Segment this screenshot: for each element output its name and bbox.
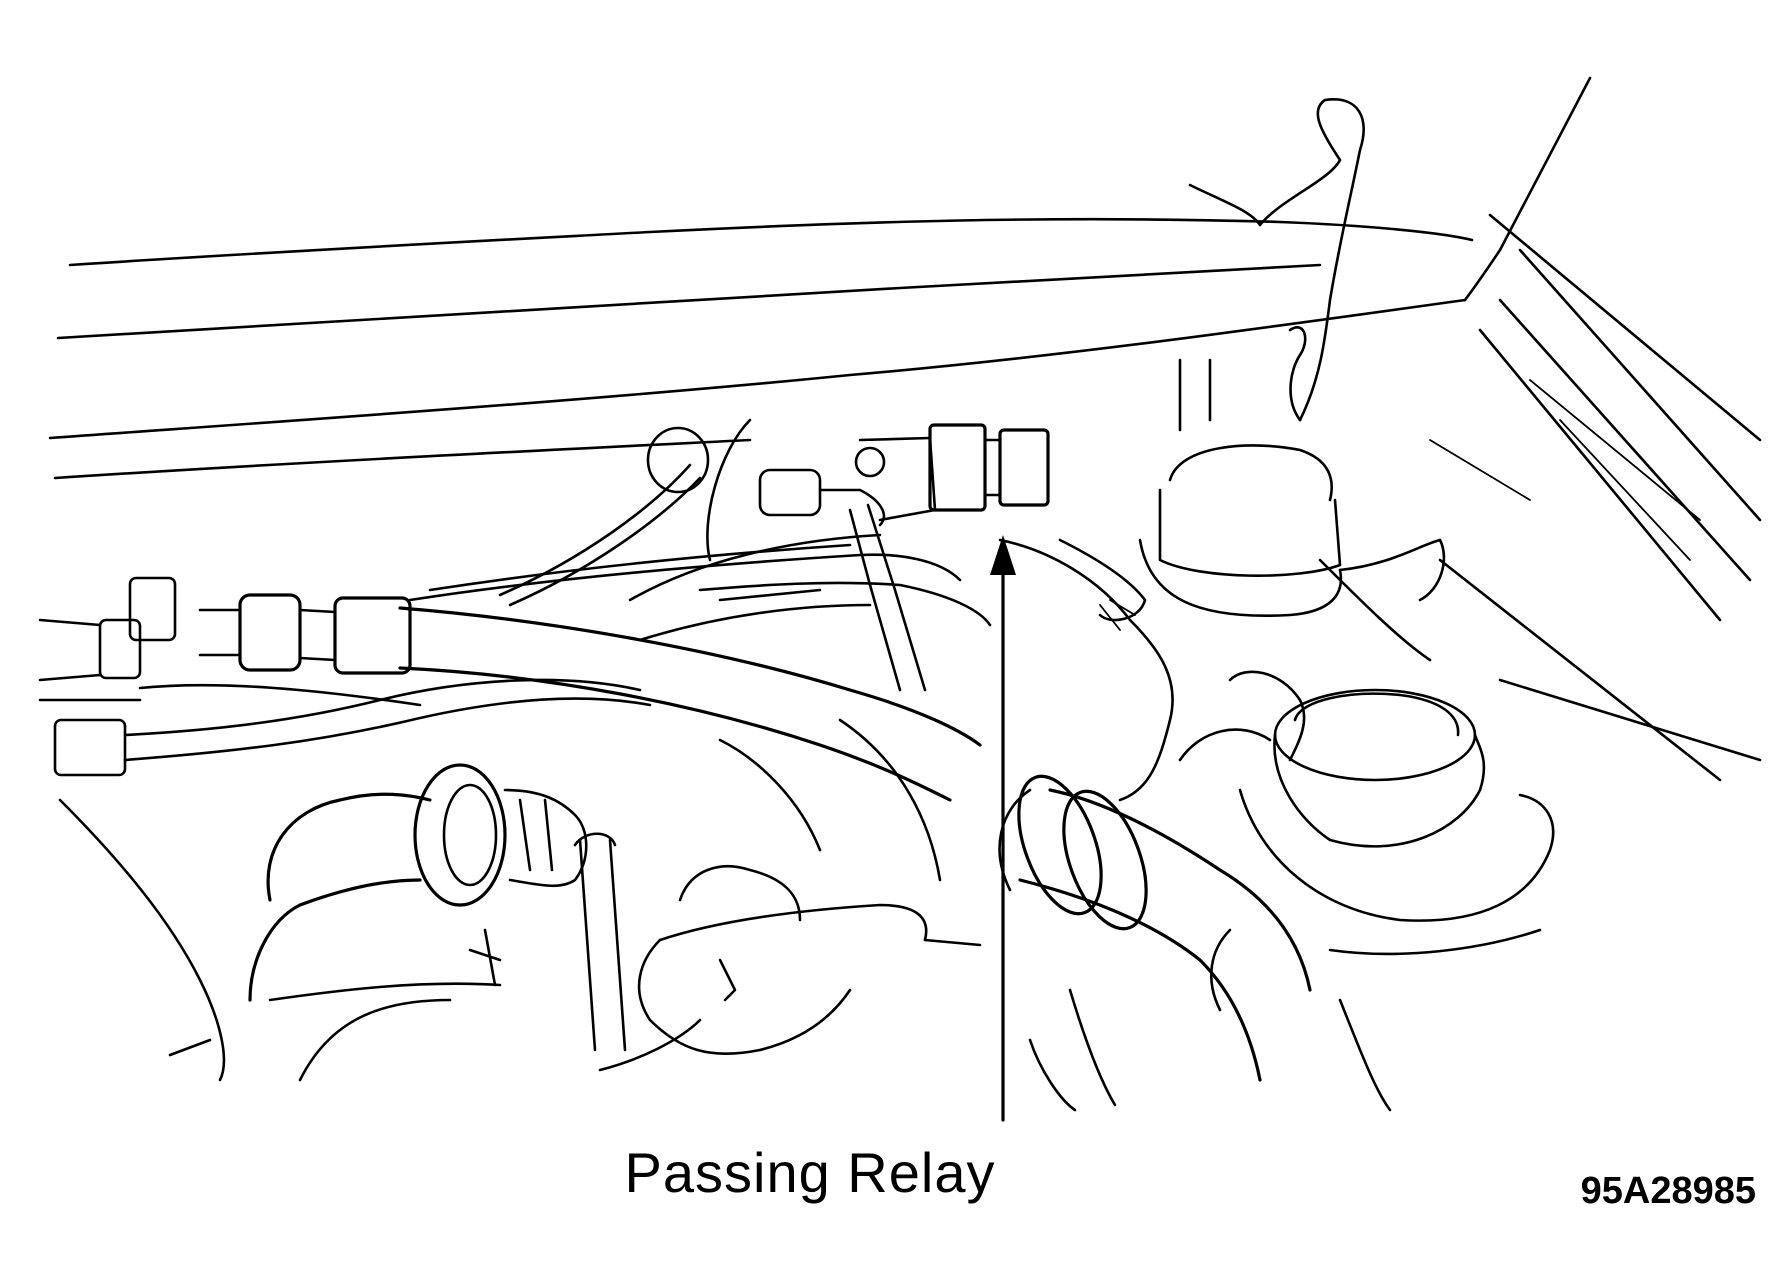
main-hose [38, 576, 982, 802]
fluid-reservoir [1058, 444, 1446, 631]
passing-relay-label: Passing Relay [624, 1141, 996, 1204]
hood-prop-bracket [1188, 98, 1365, 422]
thermostat-housing [637, 865, 982, 1056]
lower-right-hose [998, 774, 1392, 1112]
lower-left-bracket [268, 832, 1117, 1112]
fender-hatching [1429, 76, 1762, 782]
background-contours [628, 358, 1432, 882]
passing-relay [758, 423, 1050, 692]
firewall-grommet [498, 426, 710, 607]
relay-pointer-arrow [990, 535, 1016, 1122]
cowl-panel [48, 217, 1502, 480]
strut-tower-cap [1238, 688, 1555, 956]
figure-id: 95A28985 [1580, 1170, 1756, 1212]
wiring-harness [408, 543, 992, 627]
left-coolant-hose [58, 763, 588, 1082]
master-cylinder [998, 538, 1306, 802]
